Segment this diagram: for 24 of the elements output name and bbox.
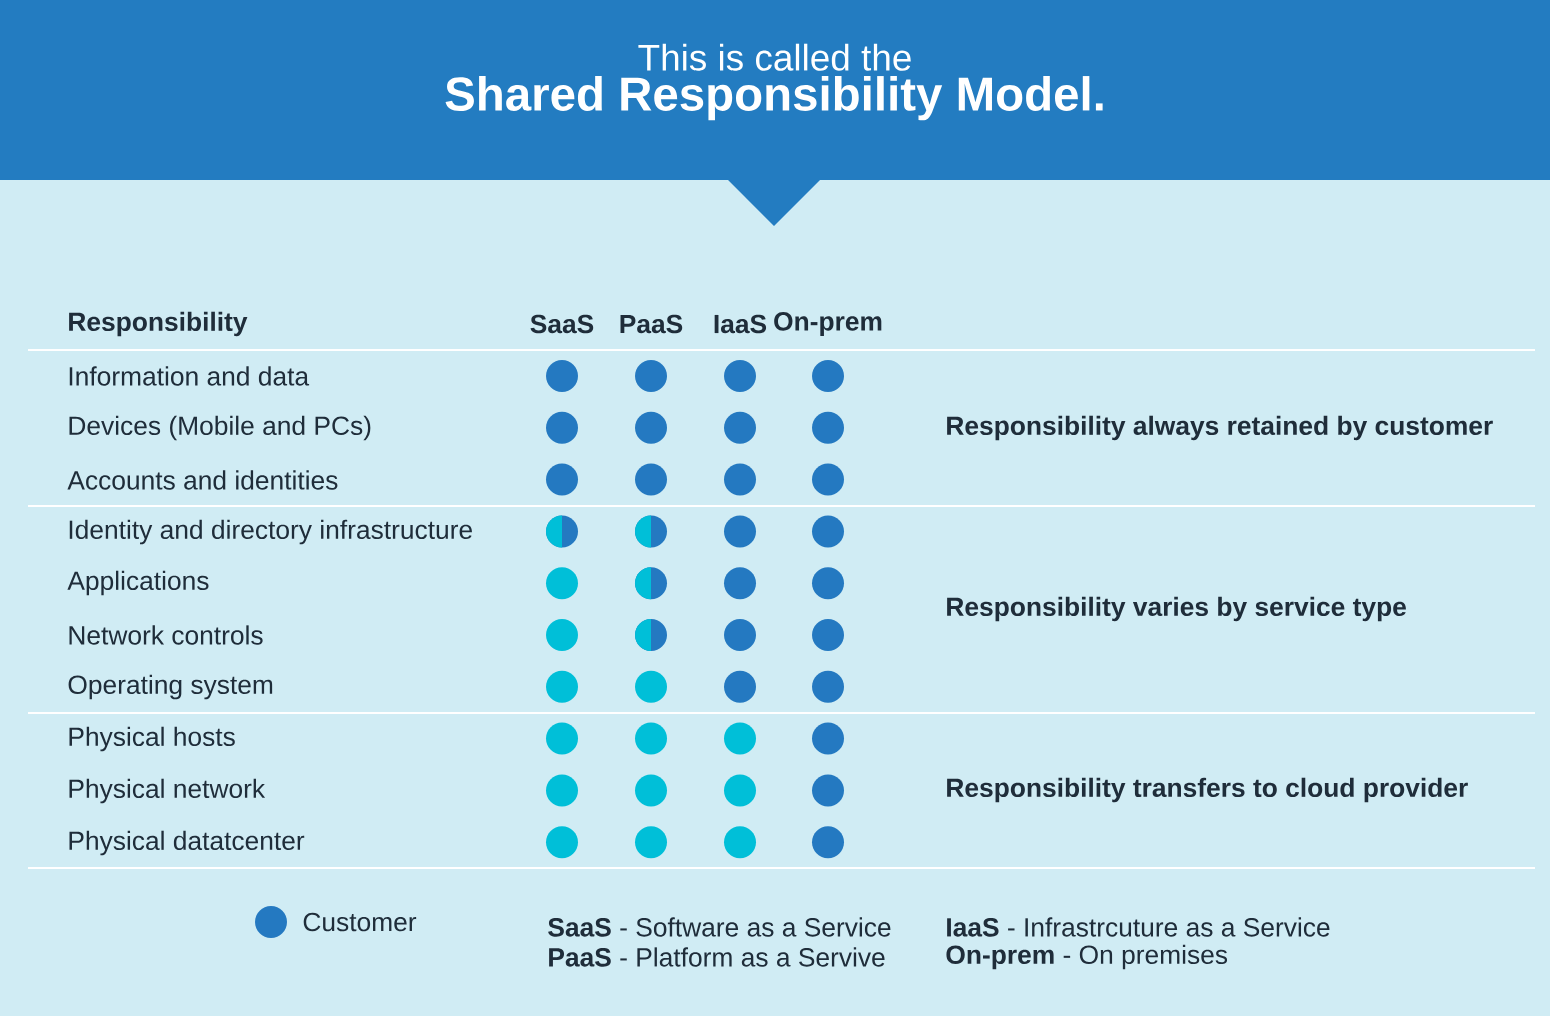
column-header: On-prem: [774, 312, 882, 336]
abbreviation-note: IaaS - Infrastrcuture as a Service: [947, 917, 1330, 937]
row-label: Identity and directory infrastructure: [69, 519, 472, 545]
abbreviation-note: SaaS - Software as a Service: [548, 917, 891, 937]
row-label: Accounts and identities: [67, 470, 338, 490]
column-header: PaaS: [620, 314, 683, 334]
abbreviation-note: PaaS - Platform as a Servive: [549, 947, 885, 967]
column-header: Responsibility: [69, 311, 248, 337]
row-label: Physical network: [69, 778, 266, 804]
group-note: Responsibility transfers to cloud provider: [947, 777, 1468, 803]
header-banner: This is called the Shared Responsibility Model.: [0, 0, 1550, 226]
column-header: IaaS: [714, 314, 767, 334]
row-label: Operating system: [68, 674, 273, 700]
row-label: Network controls: [69, 625, 263, 645]
group-note: Responsibility varies by service type: [947, 596, 1406, 622]
row-label: Devices (Mobile and PCs): [69, 415, 371, 441]
group-note: Responsibility always retained by customer: [947, 415, 1493, 441]
row-label: Physical hosts: [69, 726, 235, 752]
column-header: SaaS: [530, 314, 594, 334]
row-label: Physical datatcenter: [69, 830, 305, 856]
row-label: Information and data: [69, 366, 310, 386]
row-label: Applications: [67, 570, 209, 596]
legend-label: Customer: [303, 912, 417, 932]
abbreviation-note: On-prem - On premises: [946, 944, 1228, 970]
